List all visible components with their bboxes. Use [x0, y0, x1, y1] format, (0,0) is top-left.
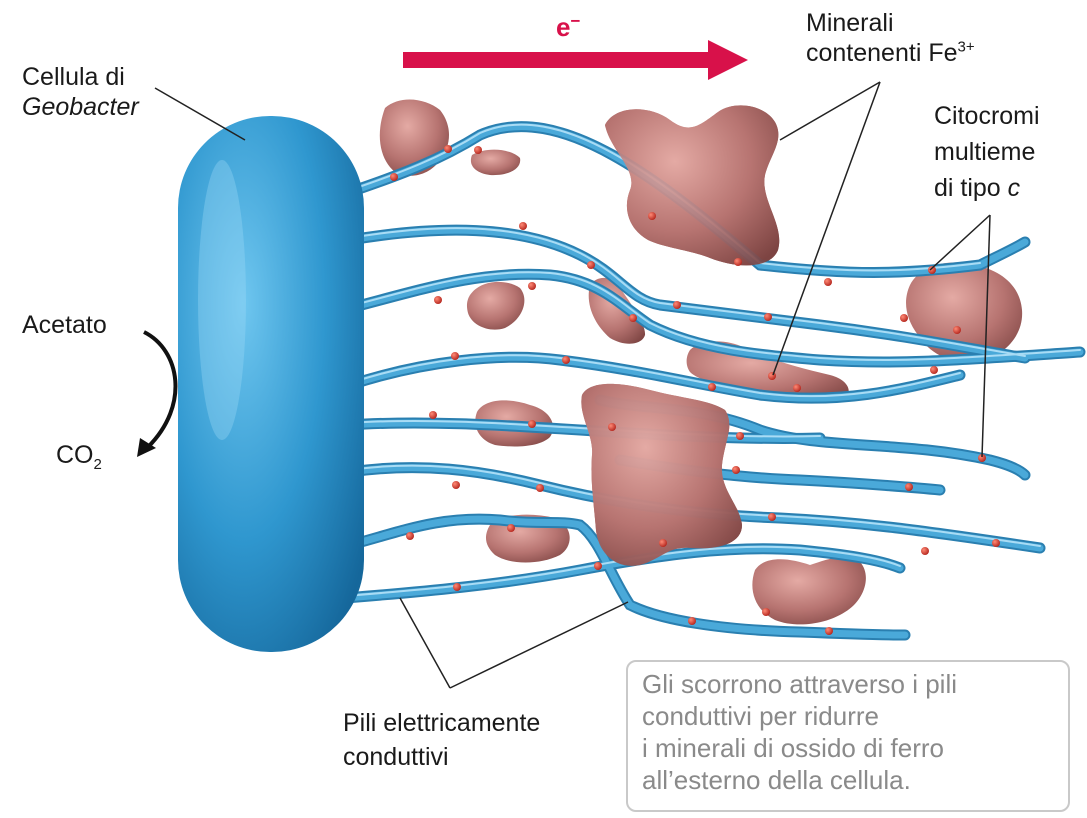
electron-flow-arrow — [403, 40, 748, 80]
caption-line: all’esterno della cellula. — [642, 764, 1056, 796]
caption-line: conduttivi per ridurre — [642, 700, 1056, 732]
minerals-label: Minerali contenenti Fe3+ — [806, 8, 975, 68]
caption-box: Gli scorrono attraverso i pili conduttiv… — [626, 660, 1070, 812]
caption-line: Gli scorrono attraverso i pili — [642, 668, 1056, 700]
pili-label: Pili elettricamente conduttivi — [343, 706, 540, 774]
cell-label: Cellula di Geobacter — [22, 62, 139, 122]
geobacter-cell — [178, 116, 364, 652]
mineral-blob — [605, 105, 779, 265]
mineral-blob — [467, 282, 524, 330]
cytochromes-label: Citocromi multieme di tipo c — [934, 98, 1040, 206]
metabolism-arrow — [137, 332, 175, 457]
caption-line: i minerali di ossido di ferro — [642, 732, 1056, 764]
mineral-blob — [581, 384, 742, 566]
mineral-blob — [752, 557, 866, 624]
electron-label: e− — [556, 12, 580, 43]
co2-label: CO2 — [56, 440, 102, 470]
acetate-label: Acetato — [22, 310, 107, 340]
